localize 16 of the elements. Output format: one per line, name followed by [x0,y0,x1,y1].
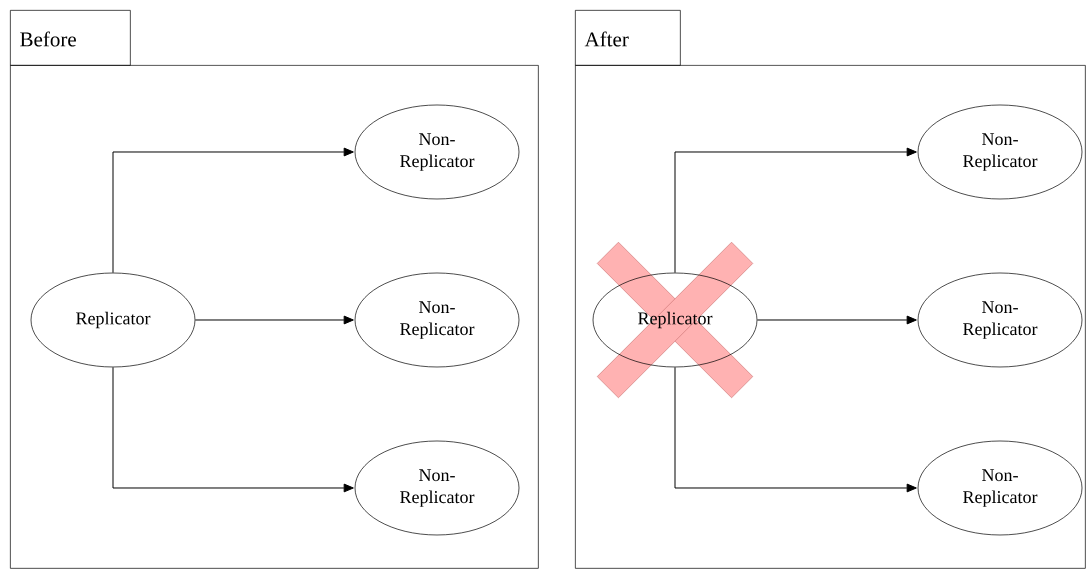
panel-tab: After [575,10,681,66]
ellipse-node: Non-Replicator [917,104,1083,200]
ellipse-node: Replicator [30,272,196,368]
arrow [194,315,354,325]
arrow [756,315,917,325]
panel-tab: Before [10,10,131,66]
arrow [674,147,917,274]
ellipse-node: Non-Replicator [917,272,1083,368]
ellipse-node: Non-Replicator [354,104,520,200]
ellipse-node: Non-Replicator [354,440,520,536]
ellipse-node: Non-Replicator [354,272,520,368]
arrow [112,147,354,274]
arrow [674,366,917,493]
ellipse-node: Non-Replicator [917,440,1083,536]
arrow [112,366,354,493]
ellipse-node: Replicator [592,272,758,368]
